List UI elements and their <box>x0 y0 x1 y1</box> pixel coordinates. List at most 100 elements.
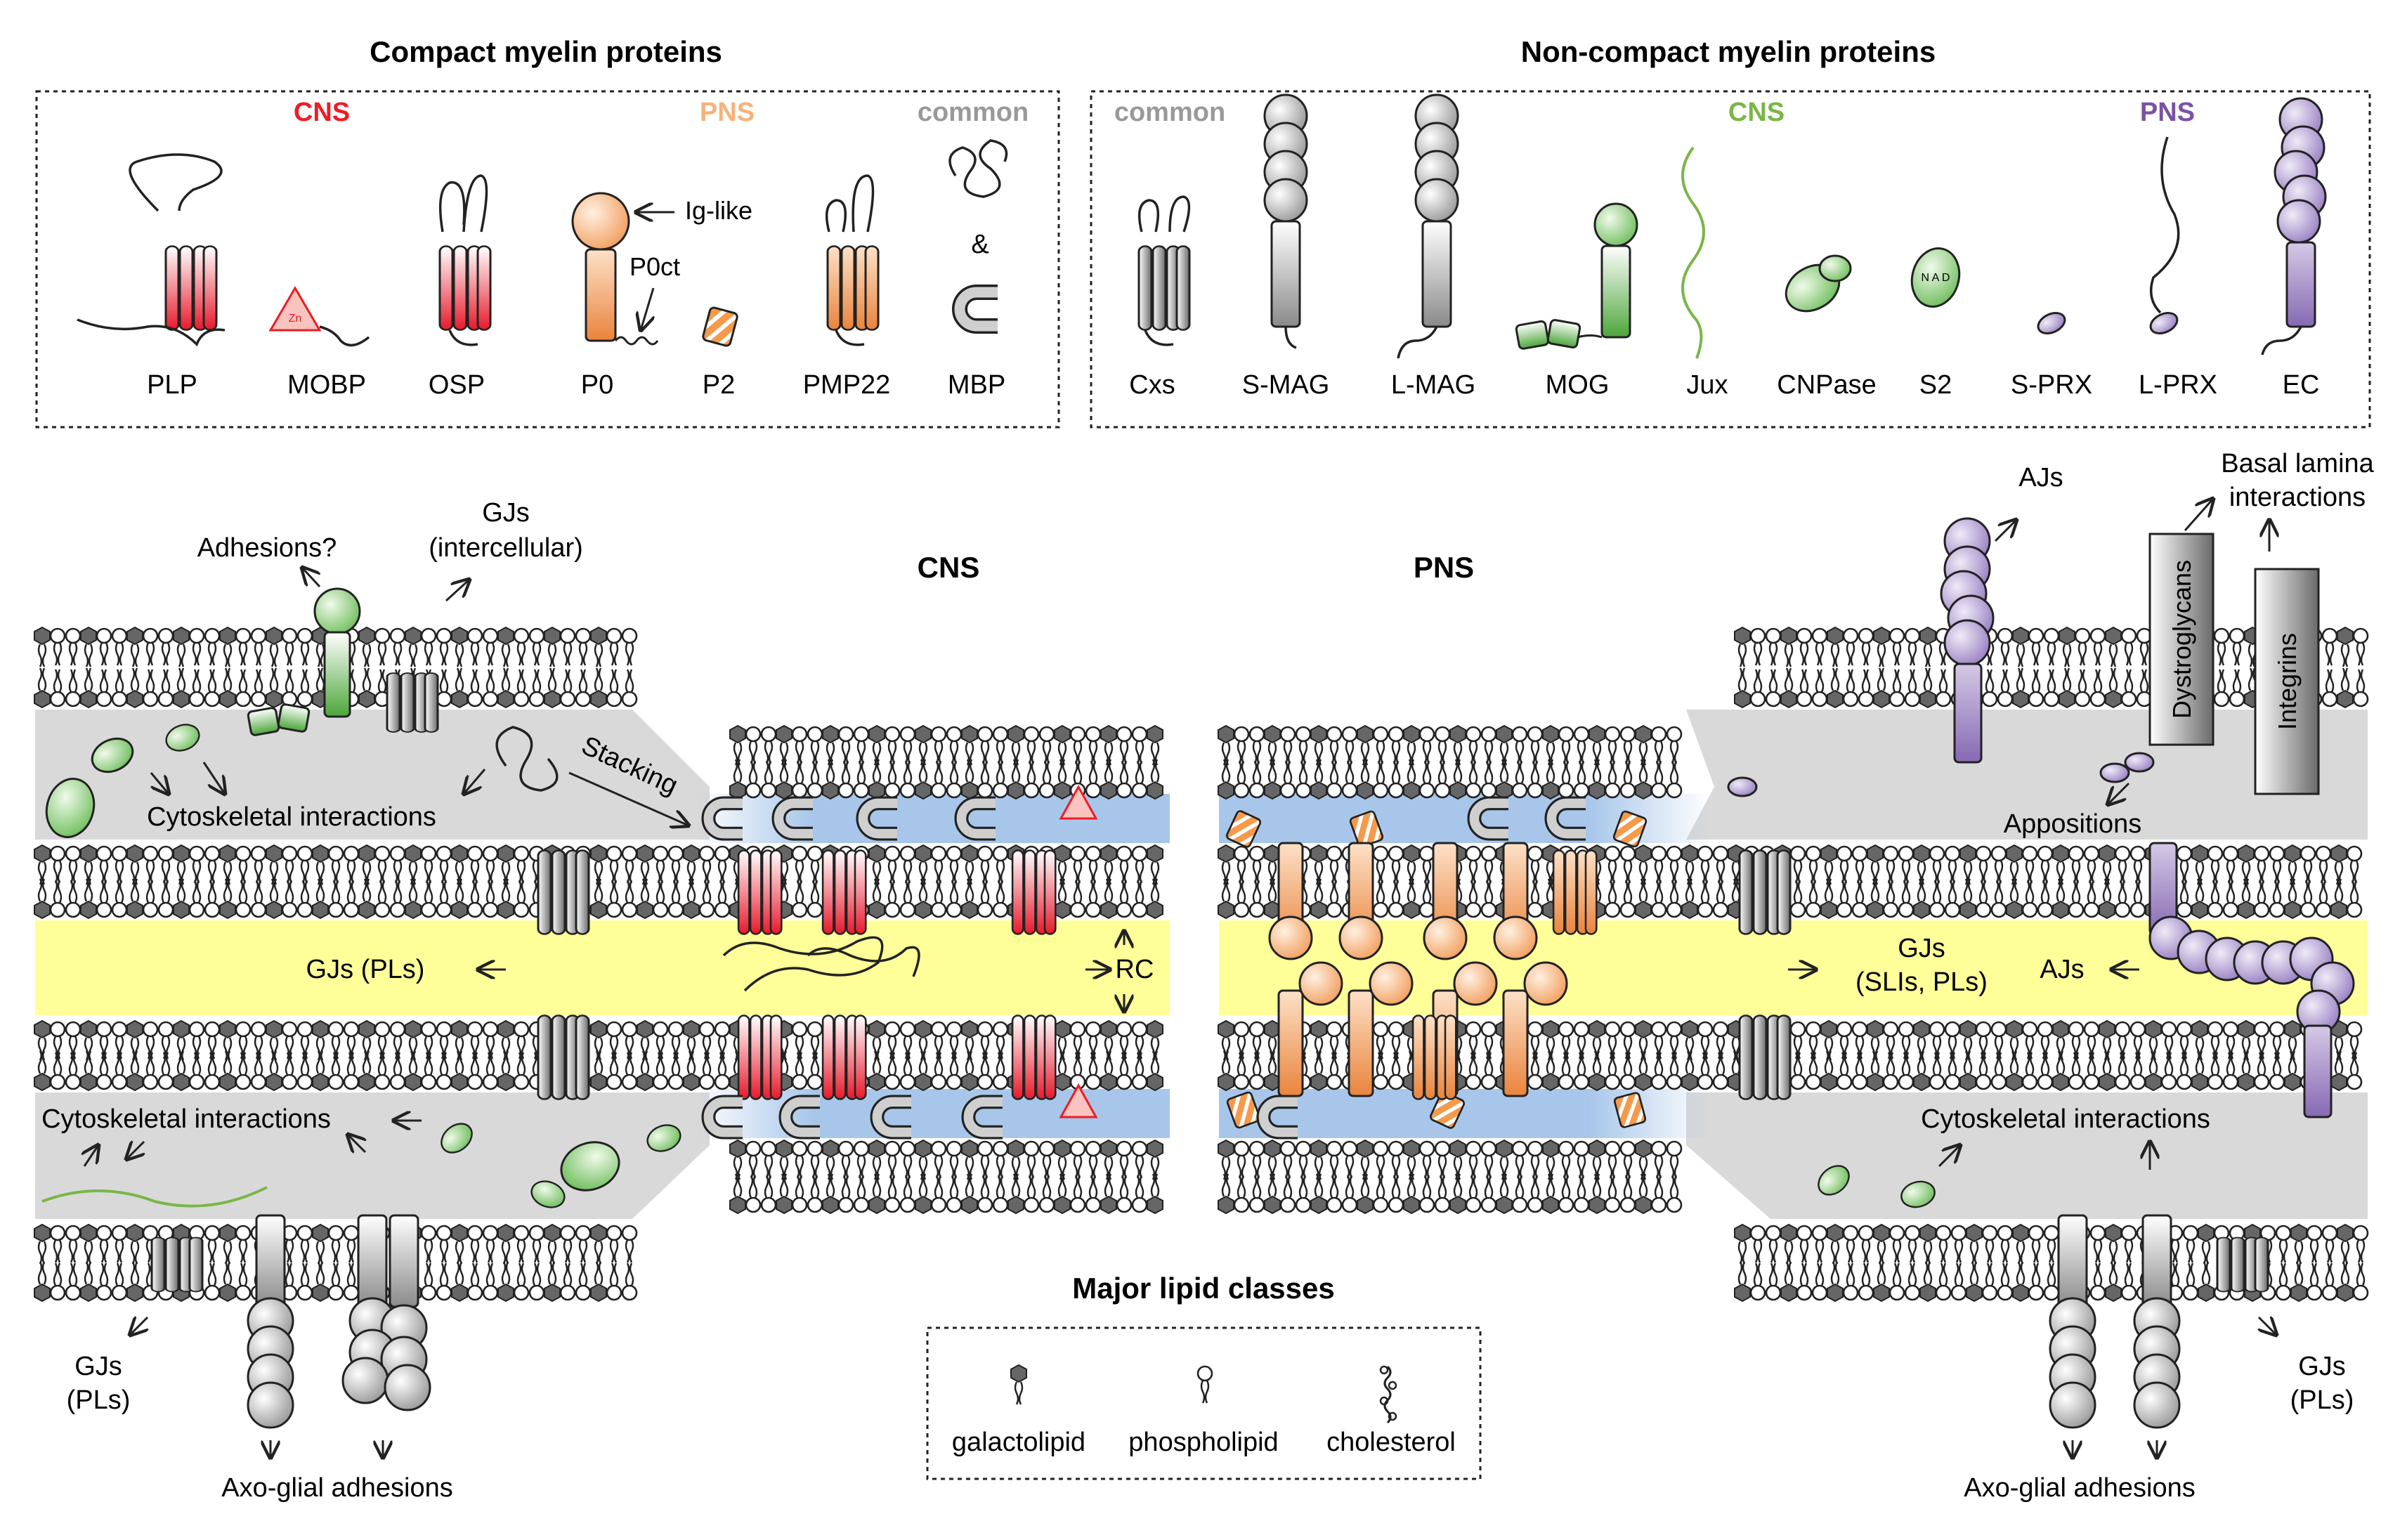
pns-membrane-panel <box>1217 626 2369 1303</box>
phospholipid <box>2176 879 2193 918</box>
phospholipid <box>899 1140 916 1180</box>
galactolipid <box>1146 724 1164 766</box>
phospholipid <box>1038 1140 1055 1180</box>
galactolipid <box>1681 1050 1699 1092</box>
svg-text:N A D: N A D <box>1922 272 1950 284</box>
phospholipid <box>1372 759 1389 799</box>
phospholipid <box>667 879 684 918</box>
phospholipid <box>1465 759 1482 799</box>
galactolipid <box>821 1173 840 1215</box>
phospholipid <box>235 845 252 885</box>
phospholipid <box>1527 1021 1544 1060</box>
galactolipid <box>450 1050 469 1092</box>
phospholipid <box>1666 845 1683 885</box>
phospholipid <box>1418 879 1435 918</box>
phospholipid <box>2028 1225 2044 1264</box>
phospholipid <box>606 1262 622 1301</box>
phospholipid <box>436 845 452 885</box>
phospholipid <box>2213 668 2230 707</box>
galactolipid <box>589 626 608 668</box>
galactolipid <box>1310 758 1328 800</box>
galactolipid <box>1007 1139 1025 1181</box>
galactolipid <box>1588 1050 1606 1092</box>
galactolipid <box>1356 724 1374 766</box>
phospholipid <box>992 879 1009 918</box>
phospholipid <box>1372 726 1389 765</box>
phospholipid <box>1248 726 1265 765</box>
galactolipid <box>265 877 283 920</box>
phospholipid <box>327 1021 344 1060</box>
phospholipid <box>65 845 81 885</box>
phospholipid <box>853 759 870 799</box>
phospholipid <box>760 1140 777 1180</box>
phospholipid <box>1023 726 1040 765</box>
phospholipid <box>204 1021 221 1060</box>
galactolipid <box>33 626 51 668</box>
phospholipid <box>65 627 81 667</box>
phospholipid <box>1418 726 1435 765</box>
phospholipid <box>1889 1225 1905 1264</box>
compact-cns-label: CNS <box>294 98 350 127</box>
phospholipid <box>1116 1174 1133 1213</box>
phospholipid <box>281 1021 298 1060</box>
phospholipid <box>884 879 901 918</box>
phospholipid <box>2120 668 2137 707</box>
phospholipid <box>2321 1262 2338 1301</box>
phospholipid <box>2068 1021 2085 1060</box>
phospholipid <box>1326 1051 1343 1090</box>
galactolipid <box>2330 877 2348 920</box>
phospholipid <box>281 627 298 667</box>
galactolipid <box>450 1223 469 1265</box>
label-p2: P2 <box>703 370 735 400</box>
phospholipid <box>745 726 762 765</box>
phospholipid <box>1341 726 1358 765</box>
label-mog: MOG <box>1546 370 1610 400</box>
phospholipid <box>1465 1174 1482 1213</box>
galactolipid <box>2011 1260 2030 1303</box>
galactolipid <box>1541 758 1560 800</box>
phospholipid <box>204 1225 221 1264</box>
galactolipid <box>729 758 747 800</box>
phospholipid <box>1811 1262 1828 1301</box>
galactolipid <box>1634 844 1652 886</box>
phospholipid <box>1434 726 1451 765</box>
noncompact-cns-label: CNS <box>1728 98 1785 127</box>
phospholipid <box>296 668 313 707</box>
galactolipid <box>311 1019 330 1062</box>
phospholipid <box>142 1051 159 1090</box>
phospholipid <box>1604 726 1621 765</box>
phospholipid <box>1842 627 1859 667</box>
phospholipid <box>1418 1140 1435 1180</box>
galactolipid <box>2052 1050 2070 1092</box>
phospholipid <box>2037 879 2054 918</box>
phospholipid <box>1666 726 1683 765</box>
phospholipid <box>1950 1225 1967 1264</box>
galactolipid <box>1780 667 1798 709</box>
phospholipid <box>1997 1225 2014 1264</box>
galactolipid <box>1919 1223 1937 1265</box>
iglike-label: Ig-like <box>685 196 752 225</box>
phospholipid <box>482 627 499 667</box>
phospholipid <box>1619 1021 1636 1060</box>
phospholipid <box>1388 1021 1404 1060</box>
galactolipid <box>2144 1050 2163 1092</box>
phospholipid <box>1990 879 2007 918</box>
compact-pns-label: PNS <box>700 98 755 127</box>
phospholipid <box>420 1051 437 1090</box>
phospholipid <box>528 1225 545 1264</box>
phospholipid <box>1929 879 1945 918</box>
phospholipid <box>791 1174 808 1213</box>
phospholipid <box>250 1021 267 1060</box>
galactolipid <box>1959 844 1977 886</box>
pmp22-icon <box>825 174 880 346</box>
phospholipid <box>1085 759 1102 799</box>
phospholipid-icon <box>1196 1365 1213 1404</box>
dystroglycans-label: Dystroglycans <box>2167 560 2196 719</box>
galactolipid <box>868 724 886 766</box>
phospholipid <box>2222 879 2239 918</box>
phospholipid <box>977 1174 993 1213</box>
phospholipid <box>1573 1021 1590 1060</box>
galactolipid <box>1310 1019 1328 1062</box>
cns-cyto-top-label: Cytoskeletal interactions <box>147 802 436 832</box>
phospholipid <box>1372 1174 1389 1213</box>
